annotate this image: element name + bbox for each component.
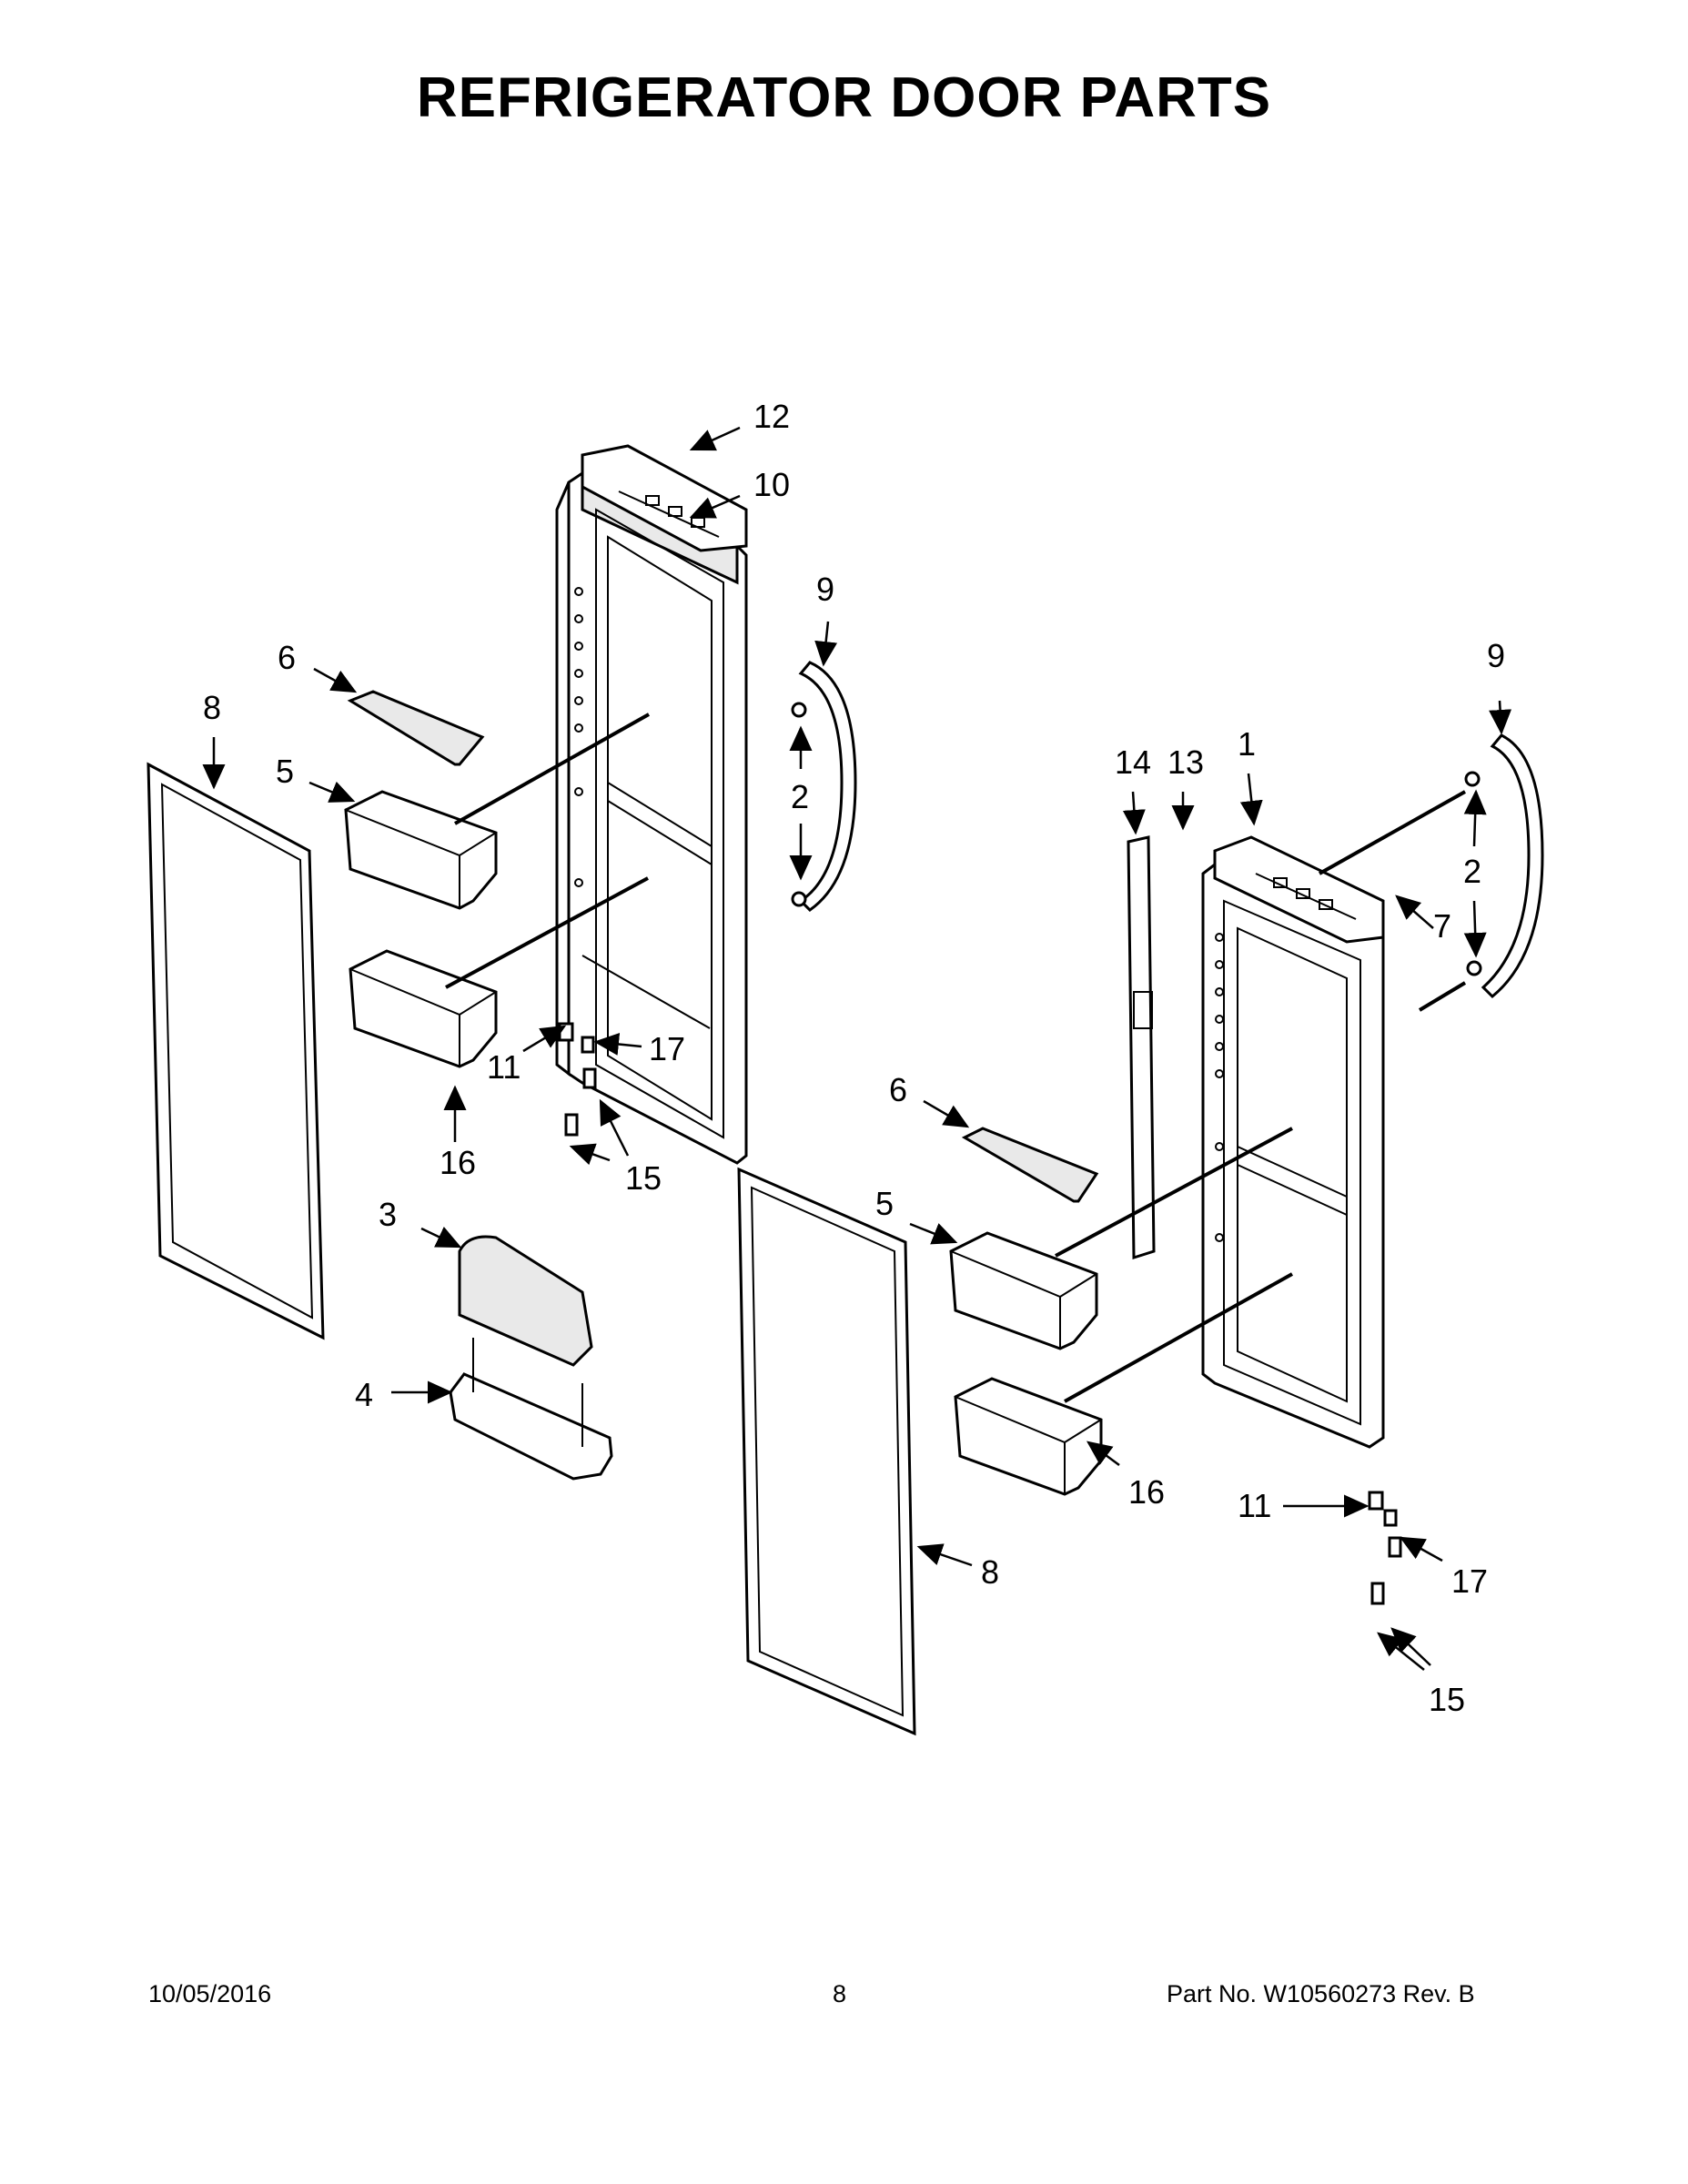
callout-left-3: 3 — [379, 1196, 397, 1233]
callout-right-2: 2 — [1463, 853, 1481, 890]
right-shelf-cover — [961, 1127, 1099, 1203]
callout-left-17: 17 — [649, 1030, 685, 1067]
callout-left-16: 16 — [440, 1144, 476, 1181]
right-handle — [1464, 733, 1544, 999]
callout-left-5: 5 — [276, 753, 294, 790]
left-door-top-cap — [581, 444, 748, 552]
right-door-liner — [1201, 863, 1385, 1449]
left-gasket — [147, 762, 325, 1340]
callout-left-8: 8 — [203, 689, 221, 726]
left-door-bin-lower — [349, 949, 498, 1068]
footer-part-number: Part No. W10560273 Rev. B — [1167, 1980, 1475, 2007]
left-handle — [791, 661, 857, 912]
left-door-bin-upper — [344, 790, 498, 910]
right-door-top-cap — [1213, 835, 1385, 944]
callout-left-11: 11 — [487, 1048, 521, 1086]
right-door-bin-upper — [949, 1231, 1098, 1350]
left-door-shelf-pegs — [574, 587, 583, 887]
callout-left-10: 10 — [753, 466, 790, 503]
callout-right-9: 9 — [1487, 637, 1505, 674]
callout-right-6: 6 — [889, 1071, 907, 1108]
right-door-stile — [1127, 835, 1156, 1260]
callout-right-15: 15 — [1429, 1681, 1465, 1718]
callout-arrows — [202, 426, 1512, 1671]
callout-right-16: 16 — [1128, 1473, 1165, 1511]
left-dairy-bin — [449, 1338, 613, 1481]
callout-left-4: 4 — [355, 1376, 373, 1413]
page-title: REFRIGERATOR DOOR PARTS — [416, 66, 1272, 129]
left-shelf-cover — [347, 690, 485, 766]
callout-right-5: 5 — [875, 1185, 894, 1222]
left-leader-lines — [445, 713, 650, 989]
right-leader-lines — [1055, 790, 1467, 1403]
right-gasket — [737, 1167, 916, 1736]
right-door-shelf-pegs — [1215, 933, 1224, 1242]
callout-left-2: 2 — [791, 778, 809, 815]
callout-left-15: 15 — [625, 1159, 662, 1197]
callout-right-1: 1 — [1238, 725, 1256, 763]
callout-right-13: 13 — [1167, 743, 1204, 781]
callout-right-11: 11 — [1238, 1487, 1271, 1524]
callout-right-7: 7 — [1433, 907, 1451, 945]
callout-left-9: 9 — [816, 571, 834, 608]
right-door-bin-lower — [954, 1377, 1103, 1496]
callout-right-14: 14 — [1115, 743, 1151, 781]
footer-date: 10/05/2016 — [148, 1980, 272, 2007]
callout-left-12: 12 — [753, 398, 790, 435]
footer-page-number: 8 — [833, 1980, 847, 2007]
left-dairy-cover — [458, 1235, 593, 1367]
right-hinge-hardware — [1368, 1491, 1402, 1605]
callout-right-8: 8 — [981, 1553, 999, 1591]
callout-left-6: 6 — [278, 639, 296, 676]
callout-right-17: 17 — [1451, 1562, 1488, 1600]
callout-labels: 12 10 9 6 8 5 2 11 17 16 15 3 4 9 14 13 … — [203, 398, 1505, 1718]
